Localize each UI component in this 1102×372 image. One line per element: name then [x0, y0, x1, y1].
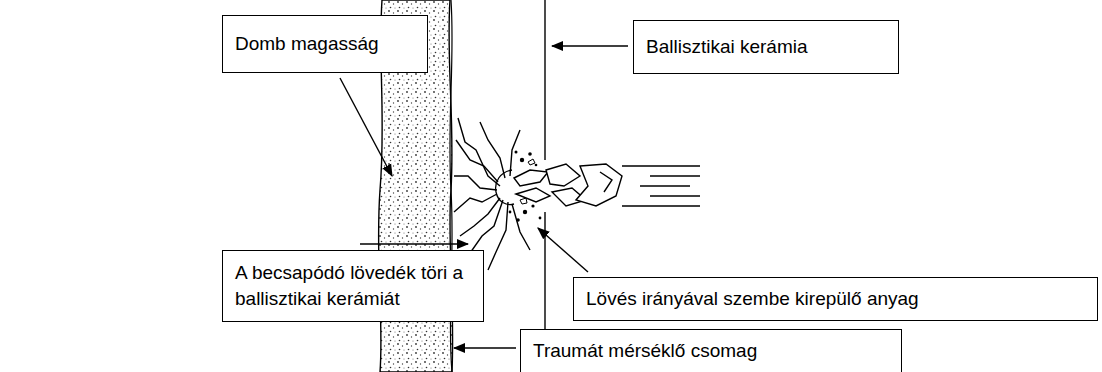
callout-text: Traumát mérséklő csomag [533, 338, 889, 364]
callout-box: Traumát mérséklő csomag [520, 329, 902, 372]
callout-box: A becsapódó lövedék töri a ballisztikai … [222, 250, 484, 322]
debris [509, 151, 542, 222]
callout-text: Domb magasság [235, 31, 415, 57]
callout-text: Ballisztikai kerámia [646, 34, 886, 60]
bullet-fragments [514, 164, 700, 206]
callout-box: Ballisztikai kerámia [633, 20, 899, 74]
callout-box: Lövés irányával szembe kirepülő anyag [573, 277, 1098, 321]
motion-lines [640, 176, 700, 196]
callout-text: Lövés irányával szembe kirepülő anyag [586, 286, 1085, 312]
callout-text: A becsapódó lövedék töri a ballisztikai … [235, 260, 471, 311]
ballistic-ceramic-face [544, 0, 545, 372]
callout-box: Domb magasság [222, 15, 428, 73]
impact-crater [496, 170, 514, 205]
